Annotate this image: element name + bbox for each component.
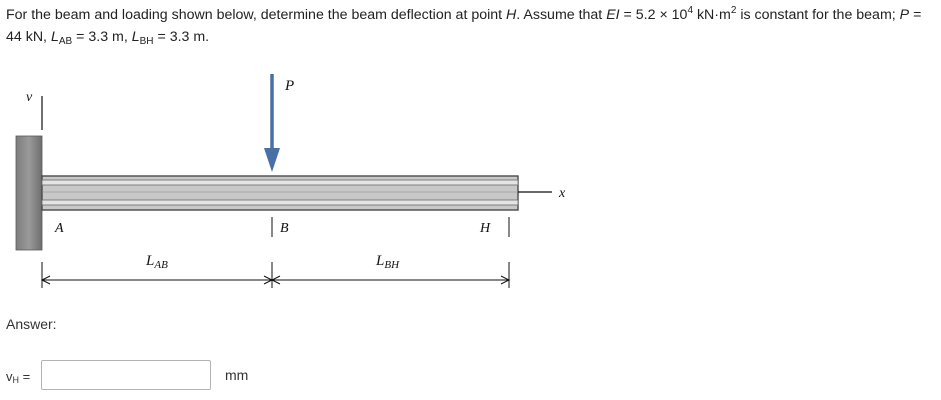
dimension-label-lbh: LBH — [375, 253, 400, 271]
deflection-variable-label: vH = — [6, 369, 31, 385]
load-arrow-p — [264, 74, 280, 172]
answer-heading: Answer: — [6, 316, 57, 332]
cantilever-beam — [41, 175, 519, 211]
dimension-label-lab: LAB — [145, 253, 168, 271]
point-label-h: H — [479, 221, 491, 236]
fixed-support-wall — [15, 135, 43, 251]
point-label-b: B — [280, 221, 289, 236]
unit-label: mm — [225, 367, 249, 383]
problem-statement: For the beam and loading shown below, de… — [6, 5, 922, 47]
load-label-p: P — [284, 78, 294, 94]
point-label-a: A — [54, 221, 64, 236]
deflection-answer-input[interactable] — [41, 360, 211, 390]
dimension-line — [40, 262, 511, 288]
v-axis-label: v — [26, 90, 33, 105]
x-axis-label: x — [558, 186, 566, 201]
